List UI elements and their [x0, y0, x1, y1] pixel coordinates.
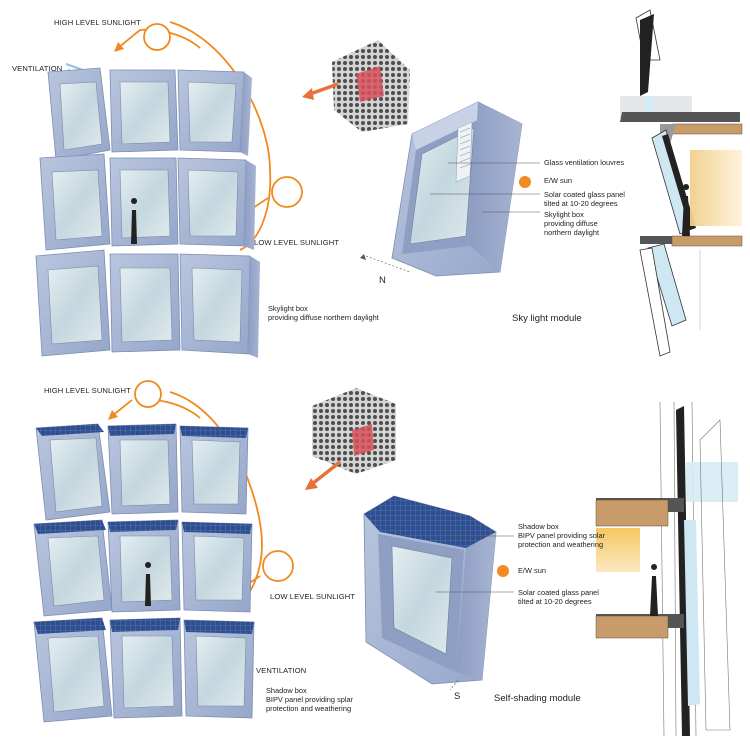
low-level-sunlight-label-top: LOW LEVEL SUNLIGHT [254, 238, 340, 247]
person-silhouette-section-top [682, 184, 690, 236]
skylight-module-title: Sky light module [512, 313, 582, 324]
callout-shadow-box-line-1: Shadow box [518, 522, 559, 531]
self-shading-facade-grid [33, 423, 255, 723]
shadow-note-line-2: BIPV panel providing splar [266, 695, 354, 704]
shadow-note-bottom: Shadow box BIPV panel providing splar pr… [266, 686, 353, 713]
callout-ew-sun-top: E/W sun [544, 176, 572, 185]
section-drawing-top [620, 9, 743, 357]
callout-solar-glass-top: Solar coated glass panel tilted at 10-20… [544, 190, 625, 208]
shadow-note-line-3: protection and weathering [266, 704, 352, 713]
high-sun-icon-bottom [134, 380, 162, 408]
self-shading-module-drawing [363, 495, 497, 685]
ventilation-label-top: VENTILATION [12, 64, 63, 73]
high-sun-icon-top [143, 23, 171, 51]
callout-solar-glass-bottom: Solar coated glass panel tilted at 10-20… [518, 588, 599, 606]
arrow-to-module-bottom [310, 460, 342, 486]
ew-sun-icon-top [519, 176, 531, 188]
sun-arrow-top-high [117, 29, 141, 49]
person-silhouette-top [131, 198, 138, 244]
callout-solar-glass-bottom-line-1: Solar coated glass panel [518, 588, 599, 597]
low-sun-icon-bottom [262, 550, 294, 582]
sun-path-arc-top [169, 21, 272, 251]
sun-path-arc-bottom [169, 391, 263, 606]
callout-skylight-box: Skylight box providing diffuse northern … [544, 210, 599, 237]
callout-glass-louvres: Glass ventilation louvres [544, 158, 625, 167]
arrow-to-module-top [309, 82, 339, 96]
skylight-note-line-1: Skylight box [268, 304, 308, 313]
building-thumbnail-bottom [312, 388, 396, 474]
person-silhouette-section-bottom [650, 564, 658, 616]
callout-shadow-box-line-3: protection and weathering [518, 540, 604, 549]
shadow-note-line-1: Shadow box [266, 686, 307, 695]
callout-shadow-box: Shadow box BIPV panel providing solar pr… [518, 522, 605, 549]
self-shading-module-title: Self-shading module [494, 693, 581, 704]
skylight-module-drawing [391, 101, 523, 277]
north-label: N [379, 275, 386, 286]
person-silhouette-bottom [145, 562, 152, 606]
high-level-sunlight-label-top: HIGH LEVEL SUNLIGHT [54, 18, 141, 27]
callout-ew-sun-bottom: E/W sun [518, 566, 546, 575]
low-level-sunlight-label-bottom: LOW LEVEL SUNLIGHT [270, 592, 356, 601]
callout-skylight-box-line-1: Skylight box [544, 210, 584, 219]
skylight-facade-grid [35, 67, 260, 358]
callout-shadow-box-line-2: BIPV panel providing solar [518, 531, 606, 540]
callout-solar-glass-top-line-1: Solar coated glass panel [544, 190, 625, 199]
callout-solar-glass-top-line-2: tilted at 10-20 degrees [544, 199, 618, 208]
callout-skylight-box-line-3: northern daylight [544, 228, 600, 237]
skylight-note-top: Skylight box providing diffuse northern … [268, 304, 379, 322]
ew-sun-icon-bottom [497, 565, 509, 577]
south-label: S [454, 691, 461, 702]
skylight-note-line-2: providing diffuse northern daylight [268, 313, 379, 322]
high-level-sunlight-label-bottom: HIGH LEVEL SUNLIGHT [44, 386, 131, 395]
section-drawing-bottom [595, 401, 738, 737]
low-sun-icon-top [271, 176, 303, 208]
building-thumbnail-top [332, 40, 410, 132]
ventilation-label-bottom: VENTILATION [256, 666, 307, 675]
callout-skylight-box-line-2: providing diffuse [544, 219, 598, 228]
callout-solar-glass-bottom-line-2: tilted at 10-20 degrees [518, 597, 592, 606]
